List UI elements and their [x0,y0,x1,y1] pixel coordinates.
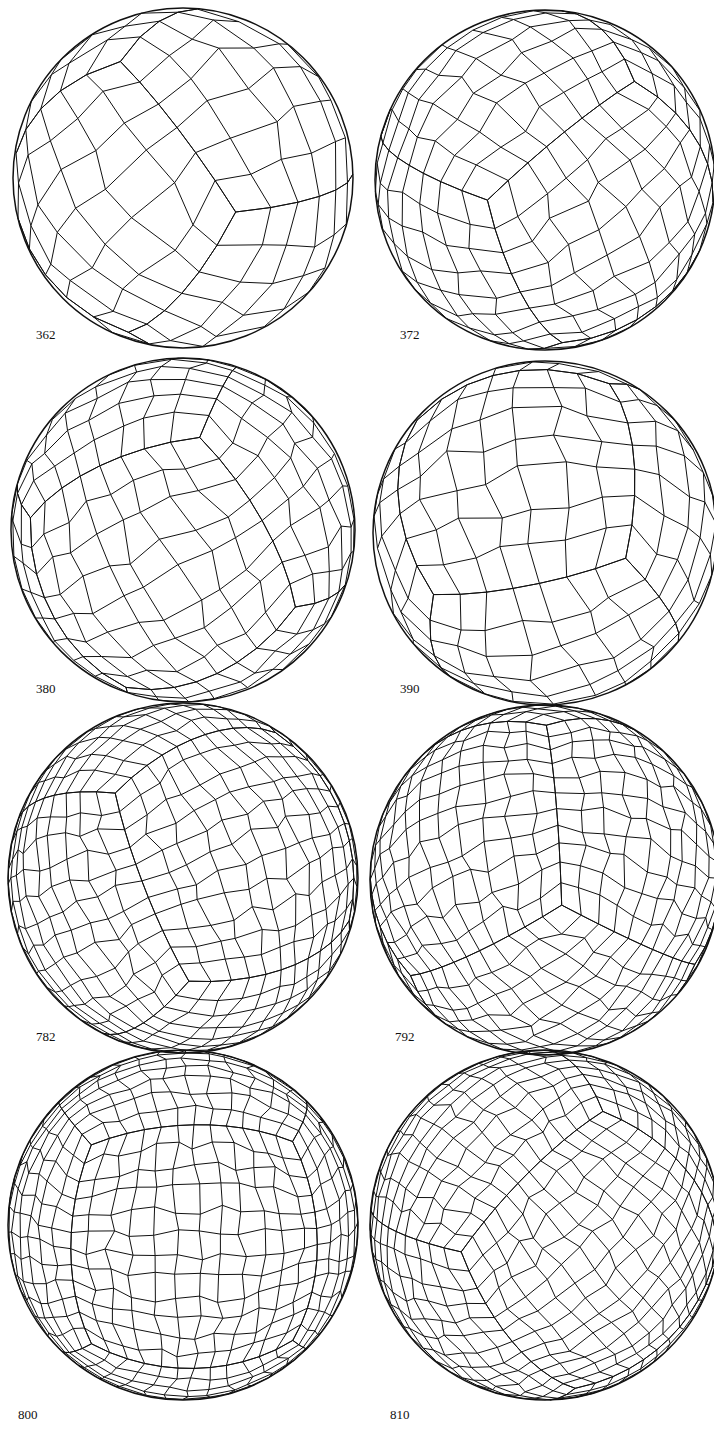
sphere-outline [13,8,353,348]
cell-network [374,362,714,704]
cell-network [16,9,353,346]
sphere-outline [375,10,714,350]
figure-number: 792 [395,1030,415,1043]
sphere-outline [370,705,714,1055]
sphere-outline [373,361,714,705]
sphere-outline [370,1050,714,1400]
sphere-outline [8,1050,358,1400]
cell-network [370,1050,714,1400]
cell-network [8,704,357,1053]
cell-network [370,705,714,1055]
figure-number: 782 [36,1030,56,1043]
figure-number: 380 [36,682,56,695]
figure-number: 800 [18,1408,38,1421]
cell-network [12,358,354,702]
cell-network [375,11,714,350]
sphere-outline [8,703,358,1053]
figure-number: 362 [36,328,56,341]
figure-number: 372 [400,328,420,341]
sphere-outline [11,358,355,702]
figure-number: 810 [390,1408,410,1421]
cell-network [9,1050,358,1399]
figure-number: 390 [400,682,420,695]
